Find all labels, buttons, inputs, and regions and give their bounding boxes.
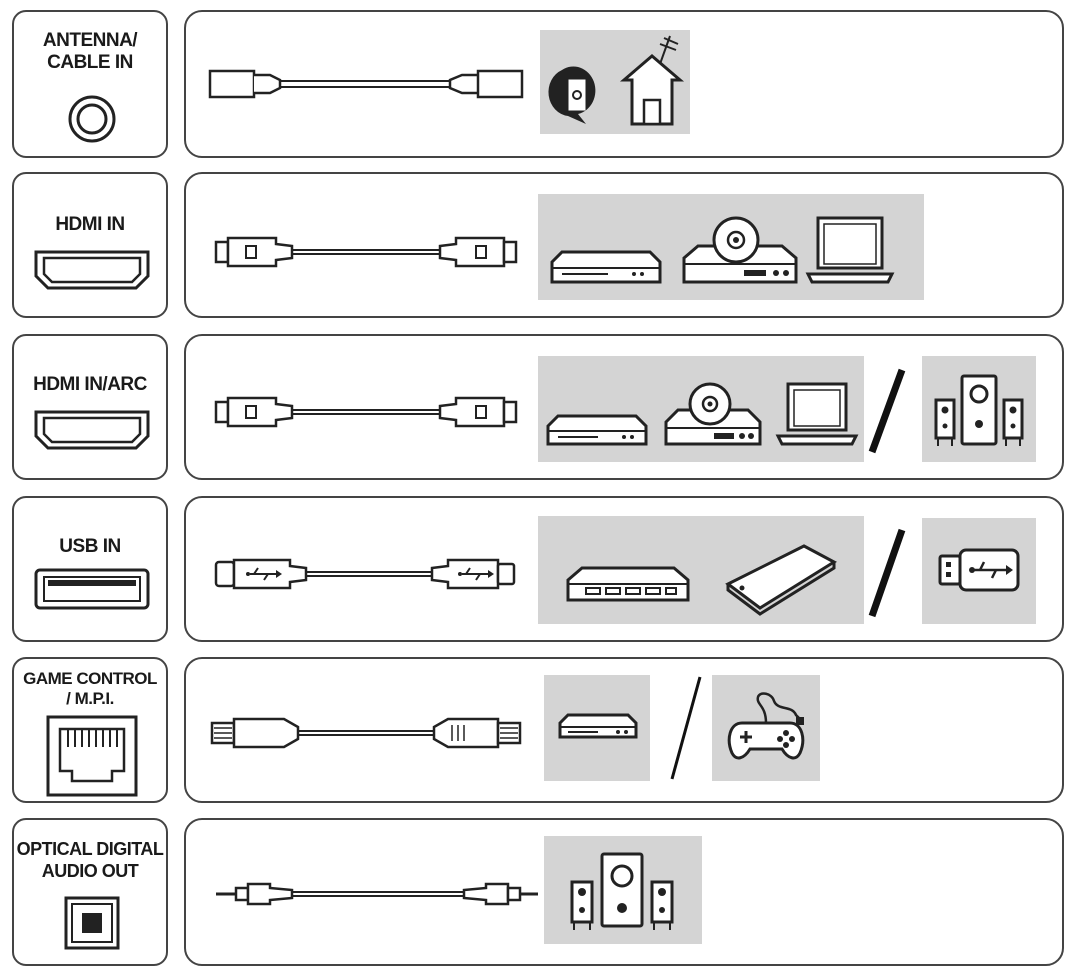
usb-cable-icon	[206, 554, 526, 594]
separator-slash	[862, 526, 912, 620]
set-top-box-icon	[552, 252, 660, 282]
port-label-optical: OPTICAL DIGITAL AUDIO OUT	[16, 839, 164, 881]
laptop-icon	[778, 384, 856, 444]
device-panel-hdmi	[538, 194, 924, 300]
antenna-house-icon	[548, 30, 690, 134]
port-label-hdmi-arc: HDMI IN/ARC	[33, 374, 147, 395]
port-box-antenna: ANTENNA/ CABLE IN	[12, 10, 168, 158]
device-panel-optical	[544, 836, 702, 944]
hdmi-cable-icon	[206, 232, 526, 272]
speaker-system-icon	[544, 836, 702, 944]
optical-cable-icon	[206, 874, 546, 914]
port-box-hdmi-arc: HDMI IN/ARC	[12, 334, 168, 480]
laptop-icon	[808, 218, 892, 282]
rj45-port-icon	[14, 713, 170, 799]
connection-box-game	[184, 657, 1064, 803]
game-controller-icon	[712, 675, 820, 781]
device-panel-usb-flash	[922, 518, 1036, 624]
port-label-usb: USB IN	[59, 536, 121, 557]
port-label-game: GAME CONTROL / M.P.I.	[23, 669, 157, 708]
device-panel-usb	[538, 516, 864, 624]
connection-box-hdmi-arc	[184, 334, 1064, 480]
row-optical: OPTICAL DIGITAL AUDIO OUT	[0, 818, 1070, 966]
device-panel-hdmi-arc-audio	[922, 356, 1036, 462]
speaker-system-icon	[922, 356, 1036, 462]
port-box-usb: USB IN	[12, 496, 168, 642]
connection-box-antenna	[184, 10, 1064, 158]
set-top-box-icon	[544, 675, 650, 781]
device-panel-hdmi-arc	[538, 356, 864, 462]
hdmi-cable-icon	[206, 392, 526, 432]
connection-box-optical	[184, 818, 1064, 966]
device-panel-game-controller	[712, 675, 820, 781]
connection-box-usb	[184, 496, 1064, 642]
dvd-player-icon	[666, 384, 760, 444]
usb-flash-drive-icon	[922, 518, 1036, 624]
separator-slash	[862, 366, 912, 456]
port-box-game: GAME CONTROL / M.P.I.	[12, 657, 168, 803]
optical-port-icon	[14, 894, 170, 952]
ethernet-cable-icon	[206, 713, 526, 753]
external-hdd-icon	[728, 546, 834, 614]
port-box-hdmi: HDMI IN	[12, 172, 168, 318]
port-box-optical: OPTICAL DIGITAL AUDIO OUT	[12, 818, 168, 966]
row-usb: USB IN	[0, 496, 1070, 642]
row-game: GAME CONTROL / M.P.I.	[0, 657, 1070, 803]
usb-hub-icon	[568, 568, 688, 600]
port-label-hdmi: HDMI IN	[55, 214, 125, 235]
hdmi-port-icon	[14, 406, 170, 452]
port-label-antenna: ANTENNA/ CABLE IN	[42, 30, 138, 73]
row-hdmi: HDMI IN	[0, 172, 1070, 318]
coax-cable-icon	[206, 66, 526, 102]
row-antenna: ANTENNA/ CABLE IN	[0, 10, 1070, 158]
set-top-box-icon	[548, 416, 646, 444]
hdmi-port-icon	[14, 246, 170, 292]
connection-box-hdmi	[184, 172, 1064, 318]
row-hdmi-arc: HDMI IN/ARC	[0, 334, 1070, 480]
coax-port-icon	[14, 94, 170, 144]
dvd-player-icon	[684, 218, 796, 282]
usb-port-icon	[14, 566, 170, 612]
separator-slash	[662, 673, 708, 783]
device-panel-game-box	[544, 675, 650, 781]
device-panel-antenna	[540, 30, 690, 134]
